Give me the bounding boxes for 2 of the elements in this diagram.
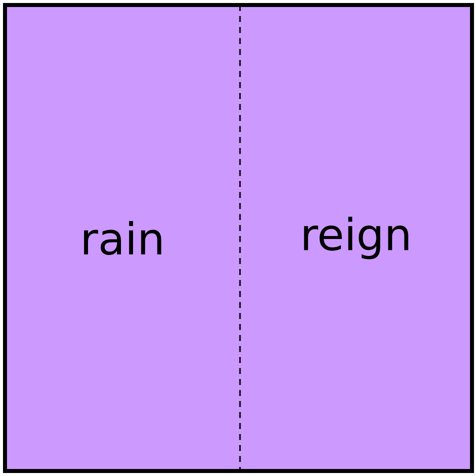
- square-half: rain: [5, 6, 240, 470]
- square-half: reign: [240, 6, 472, 470]
